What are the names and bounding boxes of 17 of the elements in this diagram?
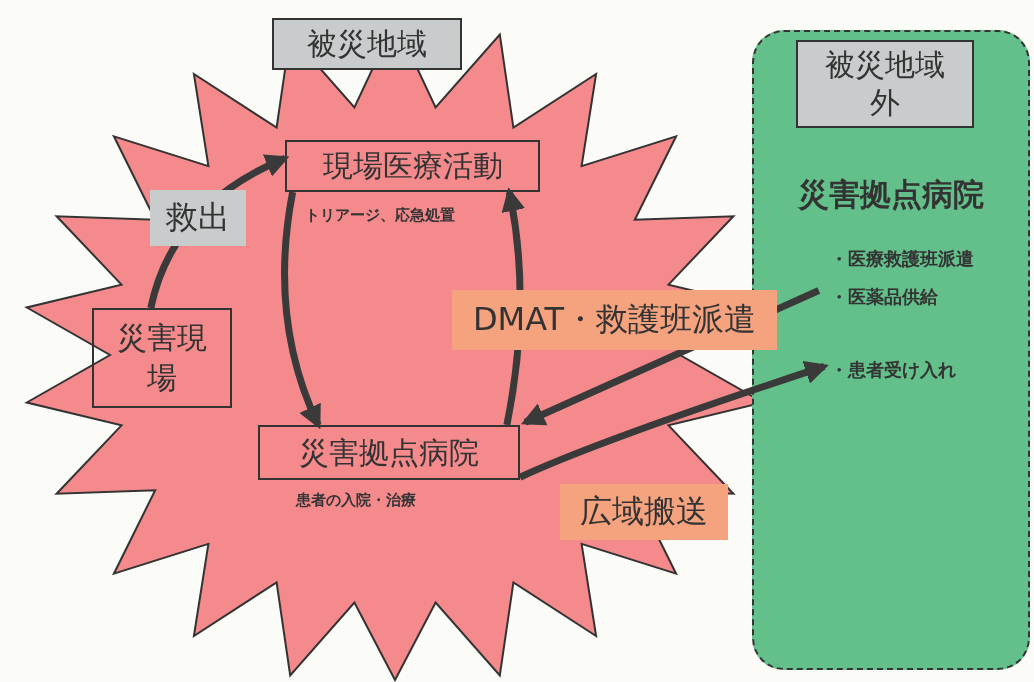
arrow (281, 191, 322, 430)
edge-label: DMAT・救護班派遣 (452, 290, 777, 350)
process-box: 現場医療活動 (285, 140, 540, 192)
note-text: トリアージ、応急処置 (305, 205, 455, 225)
region-panel (752, 30, 1030, 670)
arrow (518, 361, 829, 481)
list-item: ・医薬品供給 (830, 285, 938, 309)
heading-box: 被災地域外 (796, 40, 974, 128)
process-box: 災害現場 (92, 308, 232, 408)
panel-heading: 災害拠点病院 (796, 175, 985, 214)
list-item: ・医療救護班派遣 (830, 247, 974, 271)
list-item: ・患者受け入れ (830, 354, 1015, 390)
note-text: 患者の入院・治療 (296, 490, 417, 510)
edge-label: 広域搬送 (560, 484, 728, 540)
process-box: 災害拠点病院 (258, 425, 520, 480)
edge-label: 救出 (150, 190, 246, 246)
heading-box: 被災地域 (272, 18, 462, 70)
